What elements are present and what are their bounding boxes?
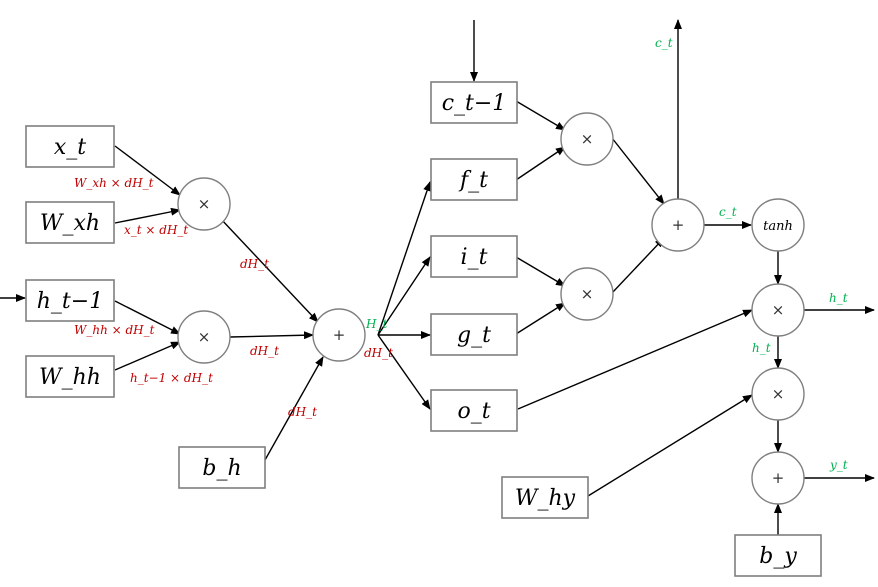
label-dh-top: dH_t (240, 257, 269, 271)
multiply-symbol: × (772, 385, 785, 403)
edge-bh-sum (264, 356, 324, 461)
label-whh-dh: W_hh × dH_t (74, 323, 155, 337)
multiply-symbol: × (581, 130, 594, 148)
edge-sum-it (377, 256, 431, 336)
node-mult-hw: × (177, 310, 231, 364)
box-bh: b_h (178, 446, 266, 489)
node-mult-output: × (751, 283, 805, 337)
add-symbol: + (672, 216, 685, 234)
label-dh-bh: dH_t (288, 405, 317, 419)
box-ct1: c_t−1 (430, 81, 518, 124)
box-by: b_y (734, 534, 822, 577)
edge-mult4-sum2 (611, 237, 665, 294)
box-ot: o_t (430, 389, 518, 432)
edge-ft-mult3 (515, 146, 566, 181)
add-symbol: + (333, 326, 346, 344)
label-H-t: H_t (365, 317, 387, 331)
box-ht1: h_t−1 (25, 279, 115, 322)
multiply-symbol: × (581, 285, 594, 303)
node-mult-why: × (751, 367, 805, 421)
edge-mult1-sum (219, 217, 319, 323)
node-sum-y: + (751, 451, 805, 505)
box-ot-label: o_t (457, 399, 490, 424)
node-mult-input: × (560, 267, 614, 321)
edge-ct1-mult3 (515, 100, 566, 131)
box-gt: g_t (430, 313, 518, 356)
box-whh: W_hh (25, 355, 115, 398)
box-xt-label: x_t (54, 135, 86, 160)
gradient-labels: W_xh × dH_t x_t × dH_t dH_t W_hh × dH_t … (74, 176, 393, 419)
box-bh-label: b_h (202, 456, 241, 481)
multiply-symbol: × (198, 328, 211, 346)
edge-xt-mult1 (114, 145, 181, 196)
label-dh-split: dH_t (364, 346, 393, 360)
box-why: W_hy (501, 476, 589, 519)
multiply-symbol: × (772, 301, 785, 319)
add-symbol: + (772, 469, 785, 487)
box-ft: f_t (430, 158, 518, 201)
multiply-symbol: × (198, 195, 211, 213)
edge-sum-ot (377, 334, 431, 410)
node-mult-forget: × (560, 112, 614, 166)
box-by-label: b_y (759, 544, 797, 569)
node-sum-hidden: + (312, 308, 366, 362)
box-it-label: i_t (461, 245, 488, 270)
edge-mult3-sum2 (611, 137, 665, 205)
box-xt: x_t (25, 125, 115, 168)
label-ht-out: h_t (829, 291, 848, 305)
box-it: i_t (430, 235, 518, 278)
edge-why-mult6 (587, 394, 753, 497)
box-why-label: W_hy (515, 486, 576, 511)
node-sum-cell: + (651, 198, 705, 252)
box-ht1-label: h_t−1 (37, 289, 103, 314)
label-dh-mid: dH_t (250, 344, 279, 358)
box-wxh-label: W_xh (40, 211, 100, 236)
box-gt-label: g_t (457, 323, 491, 348)
node-mult-xw: × (177, 177, 231, 231)
state-labels: H_t c_t c_t h_t h_t y_t (365, 36, 848, 472)
label-yt: y_t (829, 458, 848, 472)
edge-whh-mult2 (114, 341, 181, 371)
edge-mult2-sum (229, 331, 314, 340)
edge-ot-mult5 (517, 309, 753, 410)
edge-wxh-mult1 (114, 207, 181, 224)
tanh-symbol: tanh (763, 219, 793, 234)
label-ct-right: c_t (719, 205, 737, 219)
edge-it-mult4 (515, 256, 566, 287)
edge-ht1-mult2 (114, 300, 181, 335)
label-ht1-dh: h_t−1 × dH_t (130, 371, 213, 385)
box-ct1-label: c_t−1 (442, 91, 507, 116)
label-ht-down: h_t (752, 341, 771, 355)
label-ct-top: c_t (655, 36, 673, 50)
label-wxh-dh: W_xh × dH_t (74, 176, 154, 190)
node-tanh: tanh (751, 198, 805, 252)
box-ft-label: f_t (458, 168, 488, 193)
box-whh-label: W_hh (39, 365, 101, 390)
box-wxh: W_xh (25, 201, 115, 244)
label-xt-dh: x_t × dH_t (124, 223, 188, 237)
edges (0, 19, 875, 535)
edge-gt-mult4 (515, 302, 566, 335)
edge-sum-ft (377, 181, 431, 336)
